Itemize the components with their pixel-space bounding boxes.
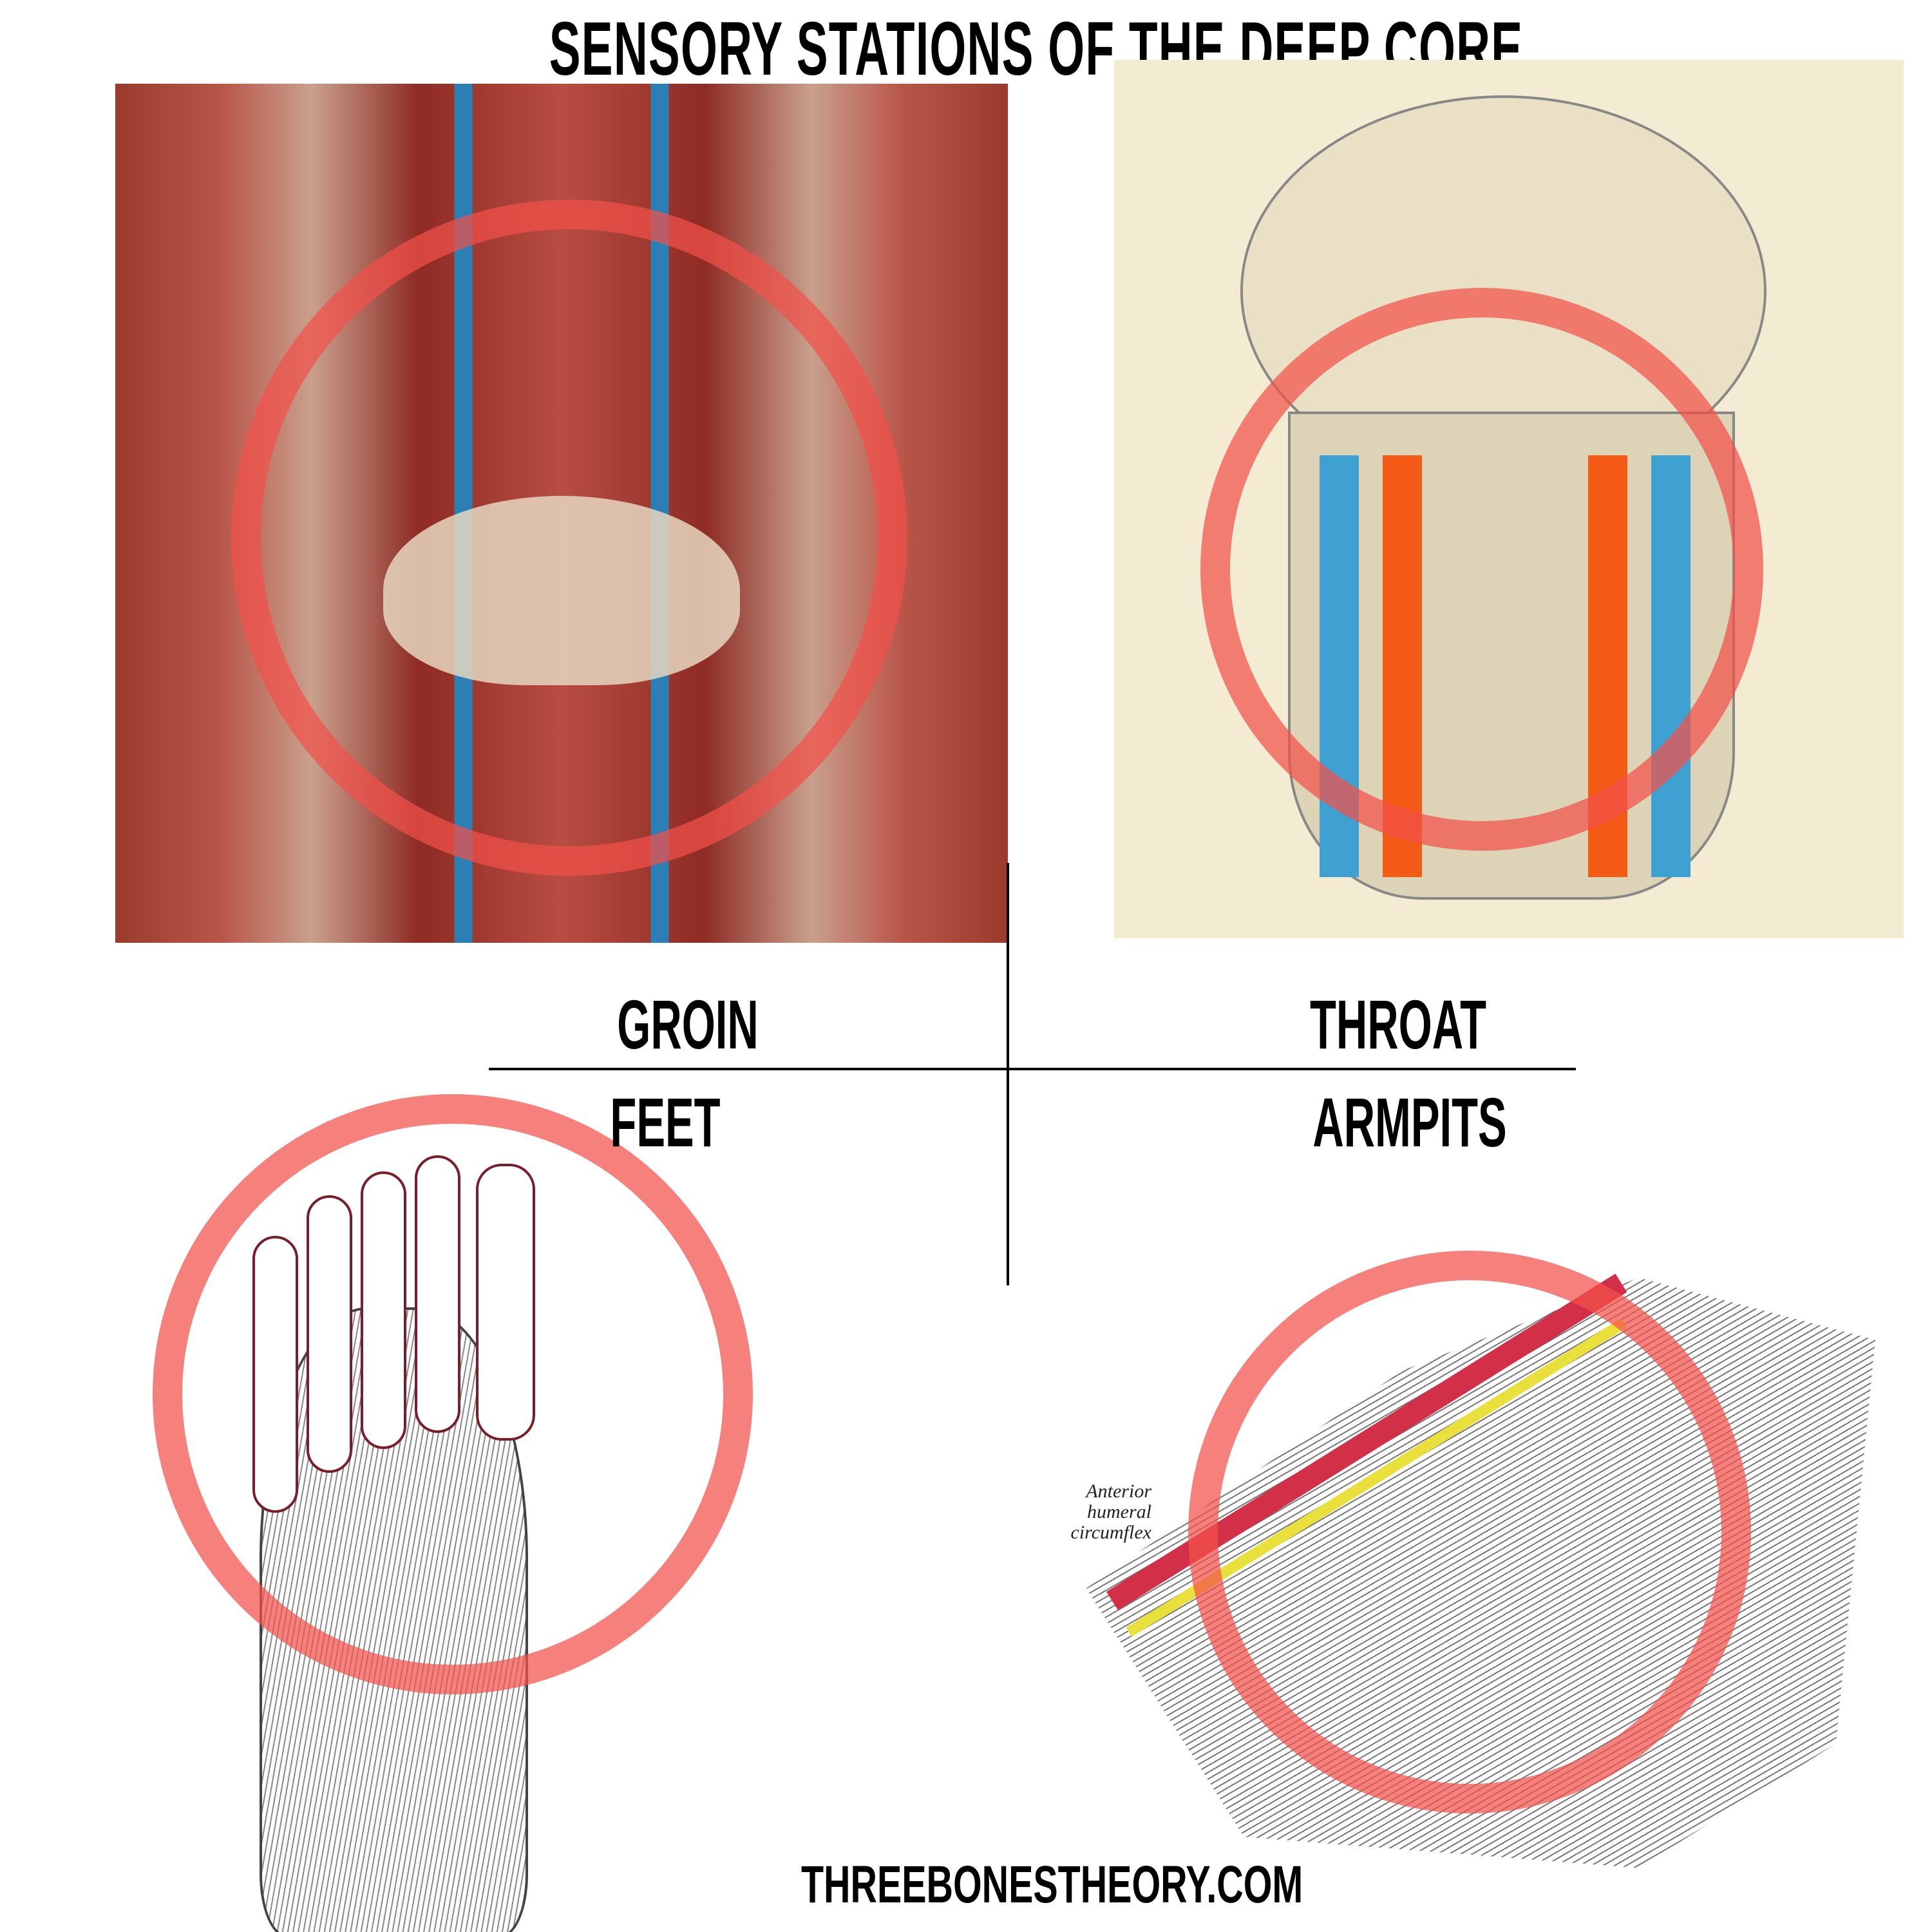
website-footer: THREEBONESTHEORY.COM	[801, 1855, 1303, 1914]
armpit-highlight-ring	[1188, 1251, 1751, 1814]
vertical-divider	[1007, 863, 1009, 1285]
throat-highlight-ring	[1200, 288, 1763, 851]
throat-label: THROAT	[1309, 985, 1486, 1063]
anterior-humeral-circumflex-label: Anterior humeral circumflex	[1070, 1481, 1152, 1543]
feet-label: FEET	[610, 1083, 721, 1161]
groin-label: GROIN	[617, 985, 759, 1063]
armpits-label: ARMPITS	[1312, 1083, 1507, 1161]
groin-highlight-ring	[231, 200, 907, 876]
feet-highlight-ring	[153, 1094, 753, 1694]
horizontal-divider	[489, 1068, 1576, 1070]
